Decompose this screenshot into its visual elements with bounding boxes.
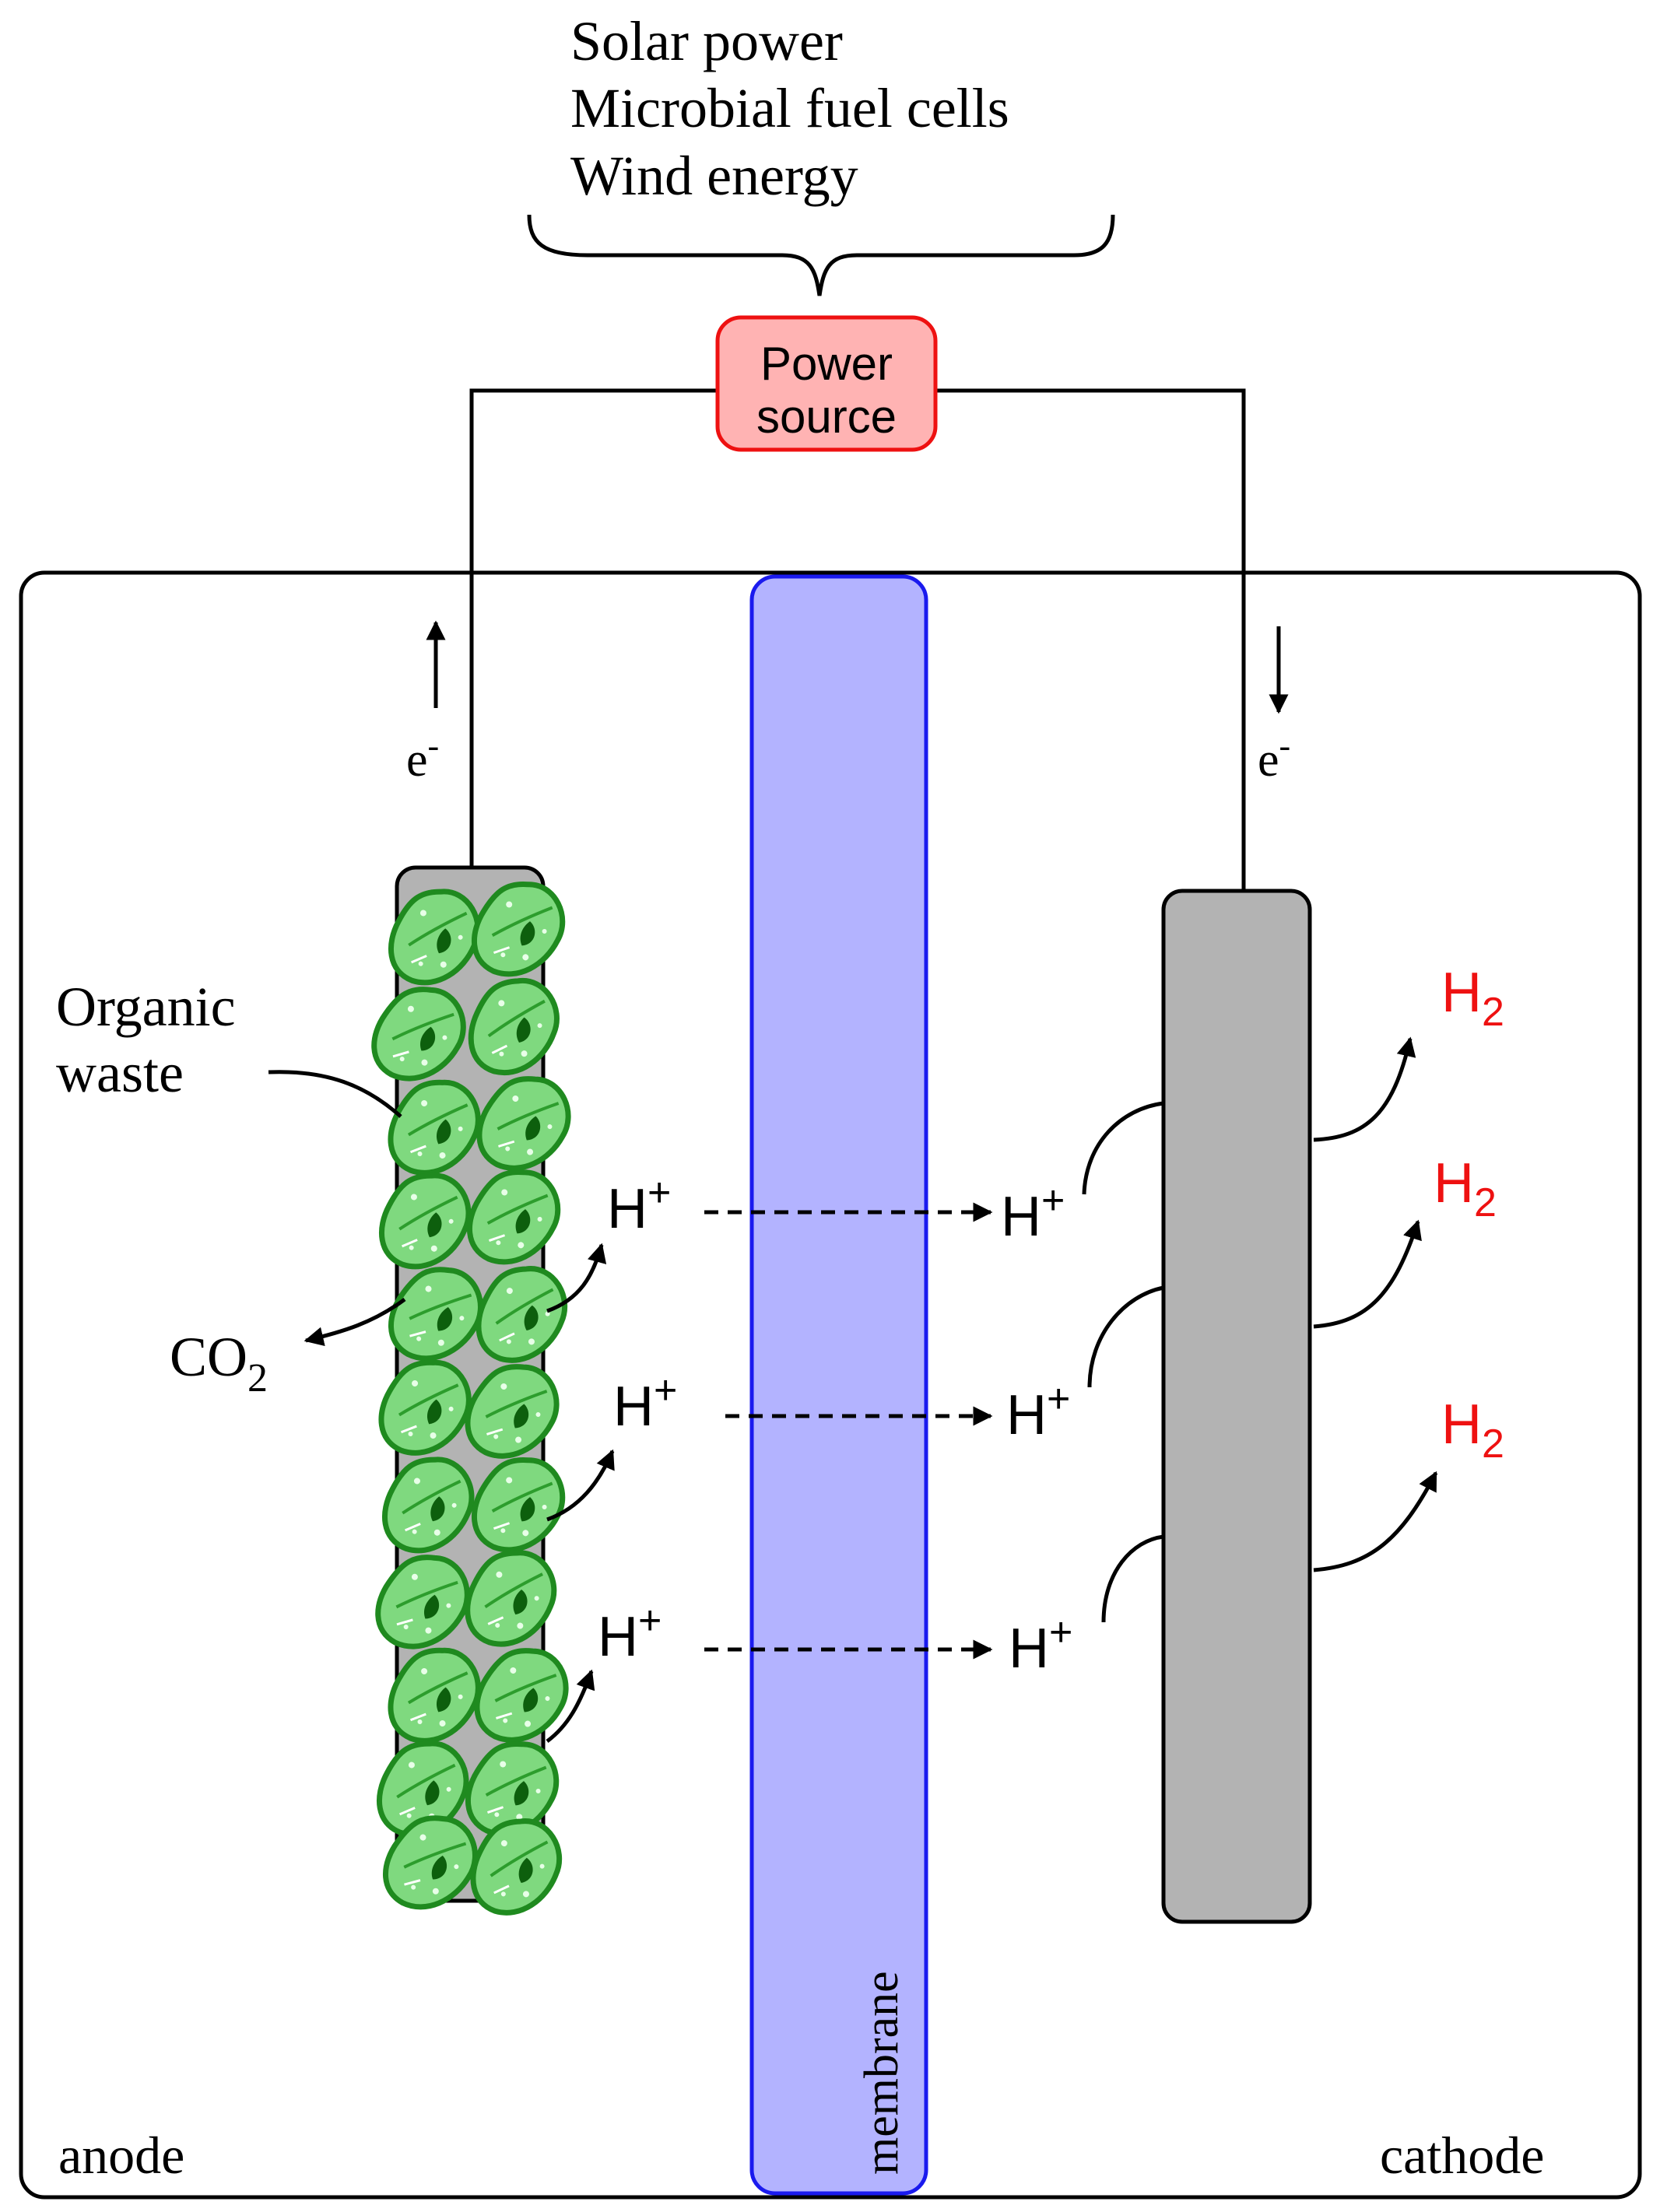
hydrogen-subscript: 2 xyxy=(1482,990,1504,1035)
hydrogen-subscript: 2 xyxy=(1482,1421,1504,1467)
proton-charge: + xyxy=(1041,1178,1065,1223)
source-microbial-fuel-cells: Microbial fuel cells xyxy=(570,77,1009,139)
proton-charge: + xyxy=(1049,1610,1072,1655)
wire-right xyxy=(935,388,1246,891)
proton-symbol: H xyxy=(1001,1186,1041,1248)
proton-symbol: H xyxy=(607,1178,648,1240)
hydrogen-arrow xyxy=(1313,1219,1422,1329)
svg-text:e-: e- xyxy=(1258,727,1290,787)
cell-container xyxy=(19,570,1642,2200)
electron-charge-anode: - xyxy=(428,727,440,765)
svg-text:H2: H2 xyxy=(1441,1393,1504,1467)
power-source-line1: Power xyxy=(760,338,893,390)
co2-subscript: 2 xyxy=(247,1356,268,1400)
electron-flow-cathode: e- xyxy=(1258,626,1290,787)
cathode-label: cathode xyxy=(1380,2126,1544,2185)
svg-text:H2: H2 xyxy=(1434,1152,1497,1225)
svg-text:H+: H+ xyxy=(598,1598,662,1668)
svg-text:e-: e- xyxy=(406,727,439,787)
electron-symbol-anode: e xyxy=(406,734,428,787)
hydrogen-arrow xyxy=(1313,1036,1416,1142)
proton-release-arrow xyxy=(546,1449,615,1522)
wire-left xyxy=(469,388,718,868)
proton-release-arrow xyxy=(546,1243,607,1313)
organic-waste-line2: waste xyxy=(56,1042,184,1104)
source-wind: Wind energy xyxy=(570,145,858,207)
proton-charge: + xyxy=(1047,1376,1070,1421)
svg-text:H+: H+ xyxy=(1006,1376,1070,1446)
proton-uptake-curve xyxy=(1087,1285,1164,1388)
co2-arrow xyxy=(304,1297,406,1347)
proton-uptake-curve xyxy=(1082,1101,1164,1195)
hydrogen-output: H2 xyxy=(1313,962,1504,1142)
proton-symbol: H xyxy=(613,1376,654,1438)
electron-charge-cathode: - xyxy=(1279,727,1291,765)
proton-symbol: H xyxy=(598,1606,638,1668)
power-source-line2: source xyxy=(756,391,897,443)
co2-output: CO2 xyxy=(170,1297,406,1400)
proton-row: H+ H+ xyxy=(546,1534,1164,1744)
hydrogen-symbol: H xyxy=(1434,1152,1474,1215)
svg-text:H+: H+ xyxy=(613,1368,677,1438)
membrane-label: membrane xyxy=(855,1971,908,2175)
proton-release-arrow xyxy=(546,1669,595,1744)
anode-label: anode xyxy=(58,2126,184,2185)
power-source-box xyxy=(715,315,938,452)
proton-row: H+ H+ xyxy=(546,1285,1164,1522)
svg-text:H2: H2 xyxy=(1441,962,1504,1035)
hydrogen-arrow xyxy=(1313,1471,1438,1572)
organic-waste-label: Organic waste xyxy=(56,976,402,1118)
membrane-bar xyxy=(749,574,928,2196)
organic-waste-pointer xyxy=(268,1070,402,1118)
proton-symbol: H xyxy=(1006,1384,1047,1446)
proton-symbol: H xyxy=(1009,1618,1049,1680)
power-source: Power source xyxy=(715,315,938,452)
hydrogen-symbol: H xyxy=(1441,962,1482,1024)
proton-charge: + xyxy=(638,1598,662,1643)
energy-sources: Solar power Microbial fuel cells Wind en… xyxy=(570,10,1009,207)
proton-charge: + xyxy=(648,1170,671,1215)
curly-brace xyxy=(527,214,1115,296)
co2-base: CO xyxy=(170,1326,247,1388)
hydrogen-output: H2 xyxy=(1313,1393,1504,1572)
electron-symbol-cathode: e xyxy=(1258,734,1279,787)
svg-text:CO2: CO2 xyxy=(170,1326,268,1400)
proton-row: H+ H+ xyxy=(546,1101,1164,1313)
hydrogen-output: H2 xyxy=(1313,1152,1497,1329)
svg-text:H+: H+ xyxy=(1001,1178,1065,1248)
proton-charge: + xyxy=(654,1368,677,1413)
membrane: membrane xyxy=(749,574,928,2196)
proton-uptake-curve xyxy=(1101,1534,1164,1623)
hydrogen-symbol: H xyxy=(1441,1393,1482,1456)
hydrogen-subscript: 2 xyxy=(1474,1180,1497,1225)
source-solar: Solar power xyxy=(570,10,843,72)
cathode-bar xyxy=(1161,889,1312,1924)
organic-waste-line1: Organic xyxy=(56,976,236,1038)
anode-electrode xyxy=(362,865,581,1925)
svg-text:H+: H+ xyxy=(1009,1610,1072,1680)
svg-text:H+: H+ xyxy=(607,1170,671,1240)
electron-flow-anode: e- xyxy=(406,620,446,787)
